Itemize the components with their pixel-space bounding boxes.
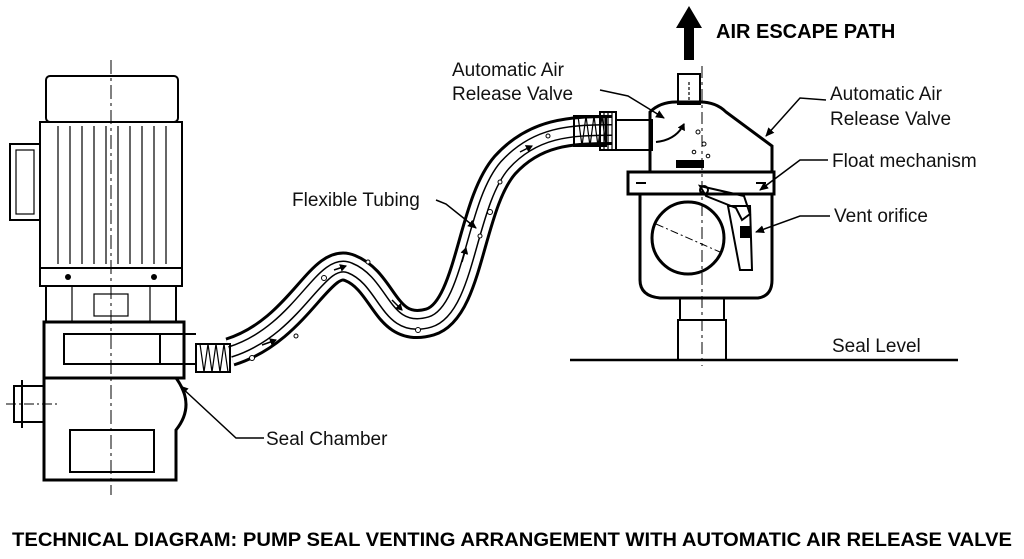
- upper-hose-fitting: [573, 111, 617, 151]
- leader-lines: [179, 89, 830, 439]
- pump-assembly: [6, 60, 196, 495]
- terminal-box: [9, 143, 41, 221]
- arrow-up-icon: [676, 6, 702, 60]
- float-lever: [697, 184, 752, 222]
- vent-orifice-label: Vent orifice: [834, 206, 928, 227]
- air-bubbles: [249, 133, 551, 361]
- float-mechanism-label: Float mechanism: [832, 151, 977, 172]
- valve-inlet-nozzle: [615, 119, 653, 151]
- seal-level-label: Seal Level: [832, 336, 921, 357]
- diagram-caption: TECHNICAL DIAGRAM: PUMP SEAL VENTING ARR…: [12, 529, 1012, 551]
- air-escape-path-label: AIR ESCAPE PATH: [716, 21, 895, 43]
- motor-cooling-fins: [57, 126, 167, 264]
- flexible-tubing: [195, 111, 617, 373]
- air-release-valve-left-label-line1: Automatic Air: [452, 60, 565, 81]
- pump-volute: [42, 376, 188, 482]
- air-release-valve-left-label-line2: Release Valve: [452, 84, 573, 105]
- air-release-valve-right-label-line1: Automatic Air: [830, 84, 943, 105]
- seal-chamber-label: Seal Chamber: [266, 429, 388, 450]
- valve-lower-body: [638, 192, 774, 300]
- float-ball: [650, 200, 726, 276]
- flow-arrows: [261, 145, 533, 346]
- air-release-valve: [615, 66, 776, 366]
- lower-hose-fitting: [195, 343, 231, 373]
- flexible-tubing-label: Flexible Tubing: [292, 190, 420, 211]
- motor-cap: [45, 75, 179, 123]
- valve-dome: [648, 100, 774, 174]
- air-release-valve-right-label-line2: Release Valve: [830, 109, 951, 130]
